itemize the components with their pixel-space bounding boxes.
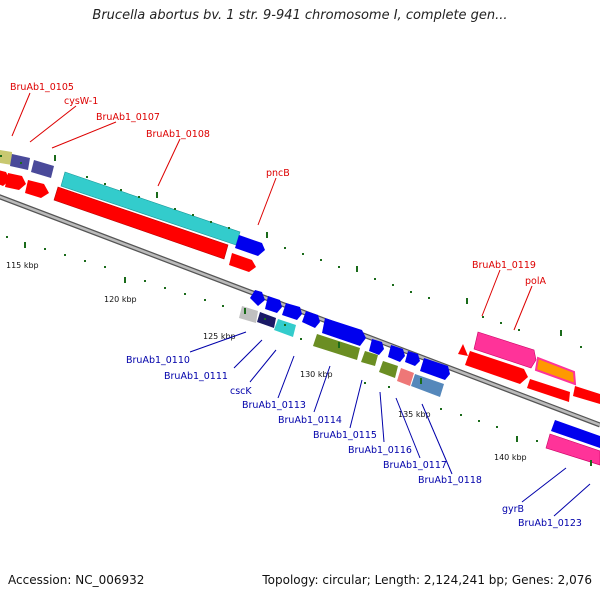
arrow-r3[interactable]: [282, 303, 302, 320]
label-bruab1-0111[interactable]: BruAb1_0111: [164, 371, 228, 382]
arrow-r1[interactable]: [250, 290, 265, 306]
label-bruab1-0115[interactable]: BruAb1_0115: [313, 430, 377, 441]
scale-label-125: 125 kbp: [203, 332, 236, 341]
feature-0105[interactable]: [0, 150, 12, 165]
forward-features: [0, 150, 600, 404]
feature-0110[interactable]: [239, 306, 258, 323]
feature-0107[interactable]: [31, 160, 54, 178]
arrow-r9[interactable]: [420, 358, 450, 380]
reverse-labels: [189, 331, 591, 517]
arrow-r8[interactable]: [405, 351, 420, 366]
feature-polA[interactable]: [534, 356, 577, 386]
label-bruab1-0117[interactable]: BruAb1_0117: [383, 460, 447, 471]
arrow-r4[interactable]: [302, 311, 320, 328]
feature-0119[interactable]: [473, 331, 537, 369]
label-bruab1-0119[interactable]: BruAb1_0119: [472, 260, 536, 271]
feature-gyrB[interactable]: [545, 433, 600, 466]
cds-pncB[interactable]: [229, 253, 256, 272]
label-bruab1-0113[interactable]: BruAb1_0113: [242, 400, 306, 411]
feature-0114[interactable]: [313, 334, 360, 360]
feature-0116[interactable]: [379, 361, 398, 378]
feature-pncB[interactable]: [235, 235, 265, 256]
arrow-r6[interactable]: [369, 339, 384, 355]
label-gyrb[interactable]: gyrB: [502, 504, 524, 515]
label-bruab1-0116[interactable]: BruAb1_0116: [348, 445, 412, 456]
label-bruab1-0108[interactable]: BruAb1_0108: [146, 129, 210, 140]
accession-text: Accession: NC_006932: [8, 573, 145, 587]
feature-0118[interactable]: [411, 374, 444, 397]
scale-ticks: [0, 155, 592, 466]
cds-0118-small[interactable]: [458, 344, 468, 356]
map-title: Brucella abortus bv. 1 str. 9-941 chromo…: [92, 8, 508, 23]
forward-labels: [11, 92, 533, 331]
arrow-r10[interactable]: [551, 420, 600, 448]
arrow-r5[interactable]: [322, 318, 366, 346]
feature-0115[interactable]: [361, 351, 378, 366]
label-bruab1-0107[interactable]: BruAb1_0107: [96, 112, 160, 123]
cds-polA[interactable]: [527, 379, 570, 402]
label-bruab1-0105[interactable]: BruAb1_0105: [10, 82, 74, 93]
label-bruab1-0123[interactable]: BruAb1_0123: [518, 518, 582, 529]
cds-cysW[interactable]: [5, 173, 26, 190]
label-cysw-1[interactable]: cysW-1: [64, 96, 98, 107]
scale-label-135: 135 kbp: [398, 410, 431, 419]
label-bruab1-0118[interactable]: BruAb1_0118: [418, 475, 482, 486]
label-bruab1-0110[interactable]: BruAb1_0110: [126, 355, 190, 366]
genome-summary-text: Topology: circular; Length: 2,124,241 bp…: [262, 573, 592, 587]
cds-0107[interactable]: [25, 180, 49, 198]
feature-0117[interactable]: [397, 368, 414, 386]
label-pncb[interactable]: pncB: [266, 168, 290, 179]
feature-0111[interactable]: [257, 312, 276, 328]
cds-0119[interactable]: [465, 351, 528, 384]
scale-label-115: 115 kbp: [6, 261, 39, 270]
label-pola[interactable]: polA: [525, 276, 546, 287]
scale-label-120: 120 kbp: [104, 295, 137, 304]
label-csck[interactable]: cscK: [230, 386, 252, 397]
reverse-features: [239, 290, 600, 466]
arrow-r2[interactable]: [265, 296, 282, 313]
arrow-r7[interactable]: [388, 345, 405, 362]
scale-label-130: 130 kbp: [300, 370, 333, 379]
scale-label-140: 140 kbp: [494, 453, 527, 462]
feature-cscK[interactable]: [274, 319, 296, 337]
label-bruab1-0114[interactable]: BruAb1_0114: [278, 415, 342, 426]
cds-0120[interactable]: [573, 386, 600, 404]
cds-0108[interactable]: [53, 186, 229, 260]
